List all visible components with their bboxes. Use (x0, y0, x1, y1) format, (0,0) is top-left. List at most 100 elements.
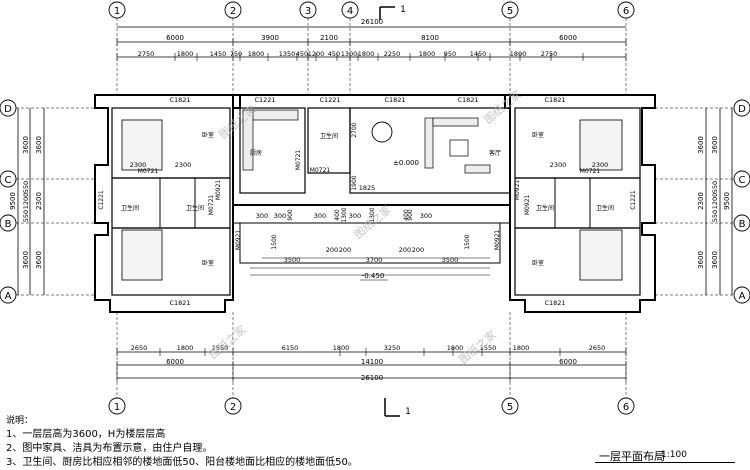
axis-label-D-right: D (738, 104, 746, 115)
left-bath (159, 177, 196, 229)
elevation-label: -0.450 (362, 272, 385, 280)
dim-side-total: 9500 (723, 192, 731, 210)
dim-top-row2: 2750 (541, 50, 558, 58)
door-code: M0721 (295, 150, 302, 171)
room-label-bedroom: 卧室 (532, 259, 544, 267)
dim-bottom-row1: 2650 (589, 344, 606, 352)
left-bed-top (121, 119, 163, 171)
dim-bottom-row1: 1800 (333, 344, 350, 352)
dim-bottom-row1: 2650 (131, 344, 148, 352)
notes-line-3: 3、卫生间、厨房比相应相邻的楼地面低50、阳台楼地面比相应的楼地面低50。 (6, 457, 358, 468)
dim-bottom-row1: 1800 (447, 344, 464, 352)
dim-top-row2: 1800 (510, 50, 527, 58)
window-code: C1221 (254, 96, 275, 104)
interior-dim: 300 (420, 212, 432, 220)
right-bed-top (579, 119, 623, 171)
notes-line-2: 2、图中家具、洁具为布置示意，由住户自理。 (6, 443, 213, 454)
dim-side: 3600 (711, 136, 719, 154)
watermark: 图纸之家 (206, 322, 249, 361)
dim-top-row2: 1350 (279, 50, 296, 58)
axis-label-C: C (5, 175, 12, 186)
door-code: M0921 (514, 180, 521, 201)
sofa-left (424, 117, 434, 169)
right-wing-outline (504, 94, 656, 313)
window-code: C1821 (544, 96, 565, 104)
interior-dim: 1825 (359, 184, 376, 192)
axis-bubble-C-right (733, 170, 750, 188)
dim-side-total: 9500 (9, 192, 17, 210)
window-code: C1821 (169, 96, 190, 104)
window-code: C1821 (384, 96, 405, 104)
section-mark-label: 1 (400, 5, 406, 15)
door-code: M0921 (494, 230, 501, 251)
axis-bubble-bottom-1 (108, 397, 126, 415)
window-code: C1221 (630, 190, 637, 210)
interior-dim: 3700 (366, 256, 383, 264)
dim-bottom-row1: 3250 (384, 344, 401, 352)
dim-bottom-row1: 1550 (480, 344, 497, 352)
axis-bubble-bottom-5 (501, 397, 519, 415)
title-block: 一层平面布局 1:100 (595, 446, 745, 464)
dining-table (371, 121, 393, 143)
room-label-bedroom: 卧室 (532, 131, 544, 139)
right-bath (554, 177, 591, 229)
interior-dim: 1300 (369, 207, 376, 222)
interior-dim: 200 (339, 246, 351, 254)
dim-top-row2: 1800 (248, 50, 265, 58)
dim-top-row2: 2250 (384, 50, 401, 58)
interior-dim: 300 (256, 212, 268, 220)
dim-side: 3600 (22, 136, 30, 154)
window-code: C1221 (98, 190, 105, 210)
axis-label-C-right: C (739, 175, 746, 186)
dim-top-row1: 3900 (261, 34, 279, 42)
dim-bottom-row2: 6000 (559, 358, 577, 366)
interior-dim: 900 (287, 209, 294, 221)
dim-bottom-row1: 1550 (212, 344, 229, 352)
room-label-bedroom: 卧室 (202, 259, 214, 267)
interior-dim: 300 (314, 212, 326, 220)
dim-top-row2: 450 (296, 50, 308, 58)
window-code: C1821 (544, 299, 565, 307)
notes-block: 说明： 1、一层层高为3600，H为楼层层高 2、图中家具、洁具为布置示意，由住… (6, 414, 406, 470)
axis-label-bottom-6: 6 (623, 402, 629, 413)
dim-bottom-row1: 1800 (177, 344, 194, 352)
axis-bubble-bottom-2 (224, 397, 242, 415)
dim-bottom-row2: 6000 (166, 358, 184, 366)
room-label-bath: 卫生间 (121, 204, 139, 212)
interior-dim: 2300 (175, 161, 192, 169)
section-mark-label: 1 (405, 407, 411, 417)
axis-label-1: 1 (114, 6, 120, 17)
dim-side: 3600 (35, 251, 43, 269)
room-label-kitchen: 厨房 (250, 149, 262, 157)
interior-dim: 300 (274, 212, 286, 220)
axis-label-bottom-2: 2 (230, 402, 236, 413)
axis-bubble-bottom-6 (617, 397, 635, 415)
axis-label-A-right: A (739, 291, 746, 302)
interior-dim: 2700 (351, 122, 358, 137)
central-bath (307, 107, 351, 174)
door-code: M0921 (235, 230, 242, 251)
dim-top-total: 26100 (361, 18, 383, 26)
sofa-back (432, 117, 479, 127)
axis-label-B-right: B (739, 219, 746, 230)
door-code: M0721 (208, 195, 215, 216)
kitchen-counter-side (242, 109, 254, 171)
dim-top-row2: 950 (444, 50, 456, 58)
axis-bubble-A-right (733, 286, 750, 304)
interior-dim: 2300 (550, 161, 567, 169)
notes-heading: 说明： (6, 416, 34, 426)
drawing-scale: 1:100 (661, 450, 687, 460)
interior-dim: 1300 (341, 207, 348, 222)
dim-top-row2: 1800 (358, 50, 375, 58)
left-bed-bottom (121, 229, 163, 281)
tv-cabinet (464, 164, 491, 174)
watermark: 图纸之家 (481, 87, 524, 126)
dim-top-row2: 750 (230, 50, 242, 58)
interior-dim: 400 (403, 209, 410, 221)
axis-label-bottom-5: 5 (507, 402, 513, 413)
door-code: M0721 (580, 168, 601, 175)
door-code: M0921 (215, 180, 222, 201)
axis-label-3: 3 (305, 6, 311, 17)
room-label-bath: 卫生间 (320, 132, 338, 140)
interior-dim: 3500 (284, 256, 301, 264)
